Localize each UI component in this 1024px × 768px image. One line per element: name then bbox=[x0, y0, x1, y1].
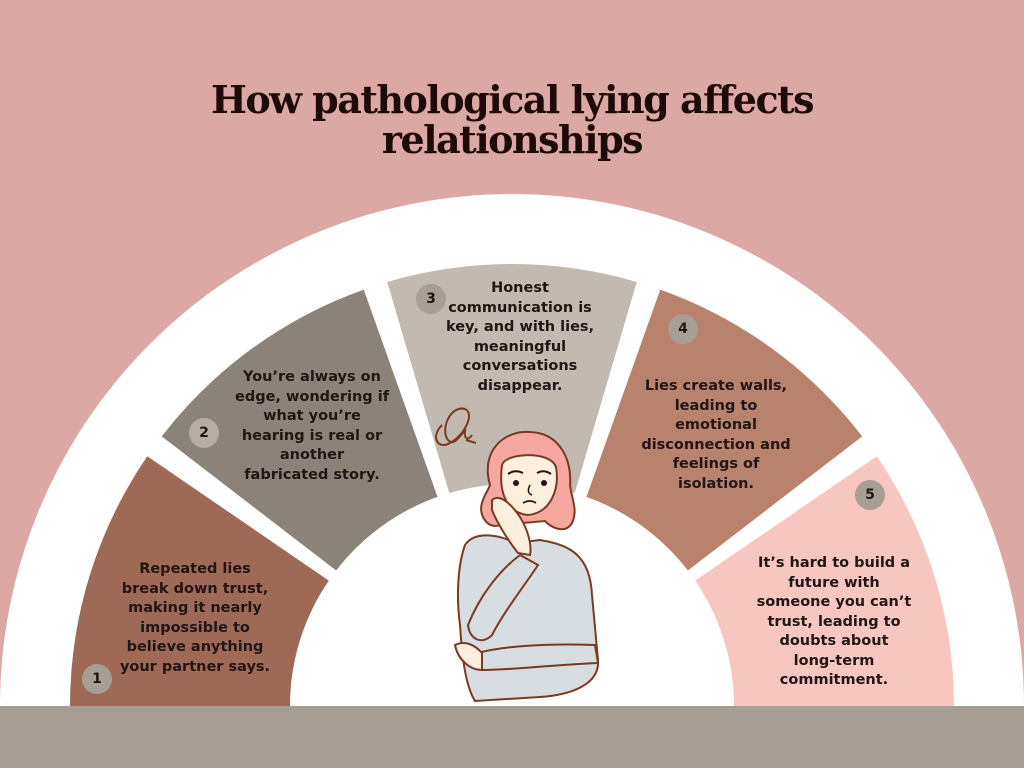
segment-1 bbox=[70, 456, 329, 706]
segment-text-line: impossible to bbox=[140, 619, 250, 636]
segment-text-line: meaningful bbox=[473, 338, 567, 355]
segment-text-line: trust, leading to bbox=[767, 613, 901, 630]
segment-2-text: You’re always on edge, wondering if what y… bbox=[232, 368, 392, 485]
segment-text-line: commitment. bbox=[779, 672, 889, 688]
segment-4-number-badge: 4 bbox=[668, 314, 698, 344]
segment-text-line: Lies create walls, bbox=[644, 378, 788, 394]
segment-1-number-badge: 1 bbox=[82, 664, 112, 694]
segment-2-number-badge: 2 bbox=[189, 418, 219, 448]
segment-text-line: It’s hard to build a bbox=[758, 555, 910, 571]
segment-text-line: someone you can’t bbox=[756, 594, 912, 610]
segment-5 bbox=[695, 456, 954, 706]
segment-3-number-badge: 3 bbox=[416, 284, 446, 314]
segment-text-line: Honest bbox=[491, 280, 549, 296]
segment-3 bbox=[387, 264, 637, 494]
segment-text-line: disappear. bbox=[477, 377, 563, 394]
segment-text-line: You’re always on bbox=[243, 369, 381, 385]
segment-text-line: isolation. bbox=[677, 475, 754, 492]
segment-text-line: hearing is real or bbox=[241, 427, 383, 444]
title-line-1: How pathological lying affects bbox=[210, 77, 815, 122]
segment-text-line: Repeated lies bbox=[139, 561, 251, 577]
segment-2 bbox=[161, 289, 438, 571]
segment-text-line: key, and with lies, bbox=[445, 319, 595, 335]
segment-text-line: communication is bbox=[448, 299, 592, 316]
confused-scribble-icon bbox=[435, 407, 477, 446]
segment-1-text: Repeated lies break down trust, making it … bbox=[115, 560, 275, 677]
page-title: How pathological lying affects relations… bbox=[0, 80, 1024, 160]
segment-4 bbox=[586, 289, 863, 571]
floor-band bbox=[0, 706, 1024, 768]
segment-text-line: edge, wondering if bbox=[234, 388, 390, 405]
segment-text-line: break down trust, bbox=[121, 580, 269, 597]
segment-text-line: long-term bbox=[793, 652, 875, 669]
segment-text-line: leading to bbox=[674, 397, 758, 414]
segment-text-line: making it nearly bbox=[128, 600, 262, 616]
segment-text-line: conversations bbox=[462, 358, 578, 374]
segment-text-line: another bbox=[279, 447, 345, 463]
segment-text-line: your partner says. bbox=[119, 658, 271, 675]
segment-text-line: future with bbox=[788, 574, 880, 591]
segment-text-line: what you’re bbox=[263, 408, 361, 424]
segment-text-line: fabricated story. bbox=[244, 466, 380, 483]
segment-text-line: emotional bbox=[675, 417, 757, 433]
segment-3-text: Honest communication is key, and with lies… bbox=[440, 279, 600, 396]
segment-5-number-badge: 5 bbox=[855, 480, 885, 510]
segment-text-line: disconnection and bbox=[641, 436, 791, 453]
segment-text-line: doubts about bbox=[779, 633, 889, 649]
segment-4-text: Lies create walls, leading to emotional dis… bbox=[631, 377, 801, 494]
segment-5-text: It’s hard to build a future with someone y… bbox=[749, 554, 919, 691]
title-line-2: relationships bbox=[381, 117, 644, 162]
segment-text-line: feelings of bbox=[672, 456, 760, 472]
segment-text-line: believe anything bbox=[126, 639, 264, 655]
thoughtful-woman-icon bbox=[435, 407, 600, 703]
